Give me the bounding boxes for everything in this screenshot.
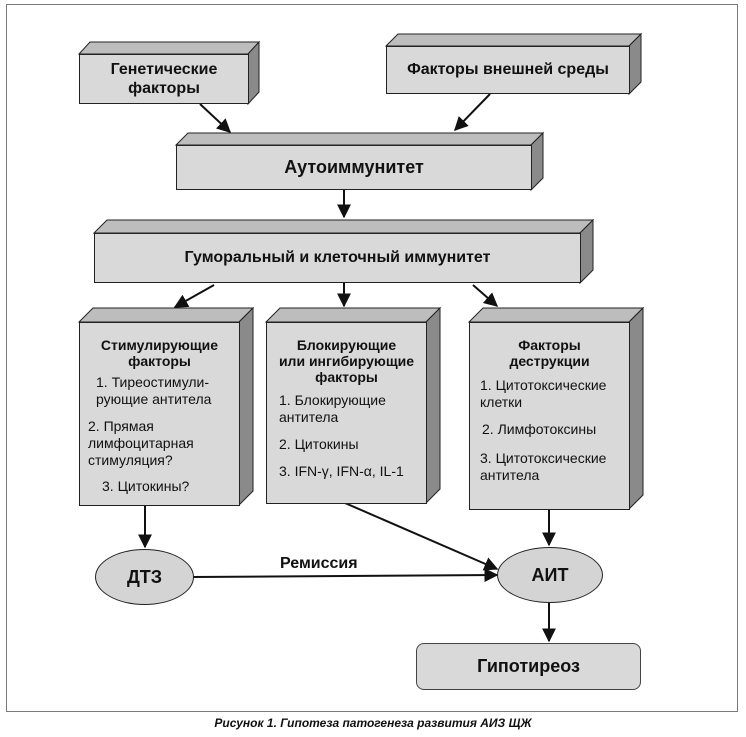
humoral-cellular-immunity-box: Гуморальный и клеточный иммунитет bbox=[94, 233, 581, 283]
genetic-factors-box: Генетические факторы bbox=[79, 54, 249, 104]
stimulating-factors-title: Стимулирующие факторы bbox=[100, 337, 219, 369]
external-factors-box: Факторы внешней среды bbox=[386, 46, 630, 94]
dtz-node: ДТЗ bbox=[95, 549, 194, 605]
hypothyroidism-box: Гипотиреоз bbox=[416, 643, 641, 690]
destruction-factors-title: Факторы деструкции bbox=[509, 337, 590, 369]
ait-node: АИТ bbox=[497, 547, 603, 603]
stimulating-item-3: 3. Цитокины? bbox=[102, 478, 190, 494]
blocking-factors-title: Блокирующие или ингибирующие факторы bbox=[278, 337, 415, 385]
blocking-item-2: 2. Цитокины bbox=[279, 436, 359, 452]
blocking-item-1: 1. Блокирующие антитела bbox=[279, 392, 386, 425]
stimulating-factors-box: Стимулирующие факторы 1. Тиреостимули- р… bbox=[79, 322, 240, 506]
remission-label: Ремиссия bbox=[280, 555, 358, 572]
destruction-item-3: 3. Цитотоксические антитела bbox=[480, 450, 607, 483]
destruction-factors-box: Факторы деструкции 1. Цитотоксические кл… bbox=[469, 322, 630, 510]
blocking-factors-box: Блокирующие или ингибирующие факторы 1. … bbox=[266, 322, 427, 504]
stimulating-item-2: 2. Прямая лимфоцитарная стимуляция? bbox=[88, 418, 194, 468]
destruction-item-2: 2. Лимфотоксины bbox=[482, 421, 597, 437]
destruction-item-1: 1. Цитотоксические клетки bbox=[480, 377, 607, 410]
figure-caption: Рисунок 1. Гипотеза патогенеза развития … bbox=[214, 716, 532, 730]
stimulating-item-1: 1. Тиреостимули- рующие антитела bbox=[96, 374, 212, 407]
autoimmunity-box: Аутоиммунитет bbox=[176, 145, 532, 190]
figure-frame bbox=[6, 4, 738, 712]
blocking-item-3: 3. IFN-γ, IFN-α, IL-1 bbox=[279, 463, 404, 479]
